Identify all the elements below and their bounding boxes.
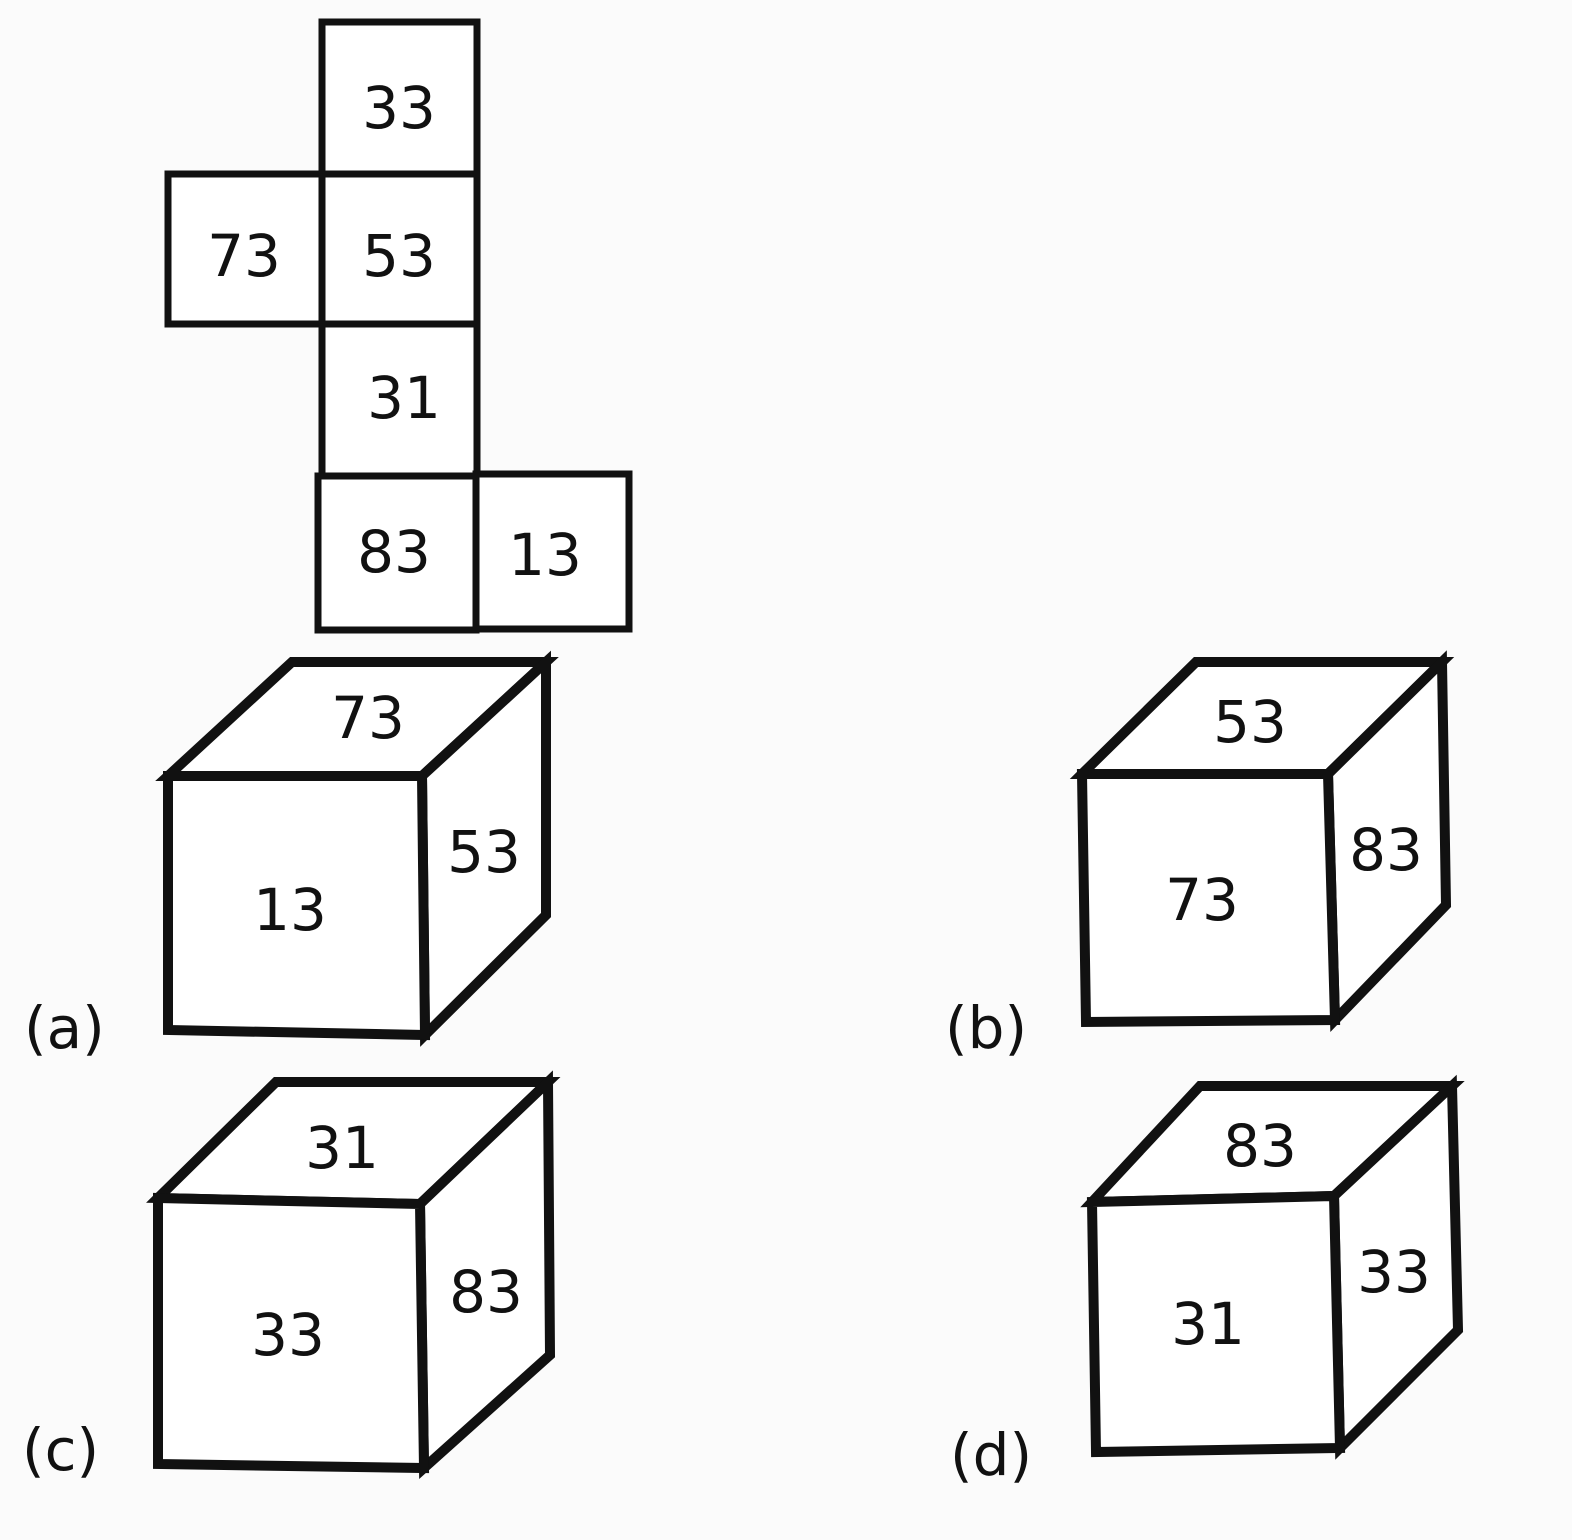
net-face-below: 31: [318, 320, 481, 480]
svg-text:73: 73: [207, 222, 281, 290]
option-a-label: (a): [24, 994, 105, 1062]
svg-text:33: 33: [1357, 1238, 1431, 1306]
svg-text:53: 53: [1213, 688, 1287, 756]
svg-text:83: 83: [1349, 816, 1423, 884]
option-c-cube[interactable]: 31 33 83 (c): [22, 1070, 561, 1484]
svg-text:73: 73: [1165, 866, 1239, 934]
svg-text:31: 31: [1171, 1290, 1245, 1358]
option-c-label: (c): [22, 1416, 99, 1484]
svg-text:83: 83: [357, 518, 431, 586]
svg-text:83: 83: [1223, 1112, 1297, 1180]
svg-text:53: 53: [447, 818, 521, 886]
svg-text:31: 31: [367, 364, 441, 432]
svg-text:13: 13: [508, 521, 582, 589]
svg-text:13: 13: [253, 876, 327, 944]
option-d-label: (d): [950, 1421, 1032, 1489]
net-face-left: 73: [164, 170, 326, 328]
option-a-cube[interactable]: 73 13 53 (a): [24, 650, 559, 1062]
net-face-top: 33: [318, 18, 481, 178]
svg-text:33: 33: [362, 74, 436, 142]
svg-text:73: 73: [331, 684, 405, 752]
cube-net: 33 73 53 31 83 13: [164, 18, 633, 634]
svg-text:53: 53: [362, 222, 436, 290]
option-b-label: (b): [945, 994, 1027, 1062]
option-b-cube[interactable]: 53 73 83 (b): [945, 650, 1455, 1062]
net-face-center: 53: [318, 170, 481, 328]
svg-text:31: 31: [305, 1114, 379, 1182]
option-d-cube[interactable]: 83 31 33 (d): [950, 1074, 1465, 1489]
svg-text:83: 83: [449, 1258, 523, 1326]
net-face-bottom-right: 13: [472, 470, 633, 633]
svg-text:33: 33: [251, 1301, 325, 1369]
net-face-bottom: 83: [314, 472, 480, 634]
